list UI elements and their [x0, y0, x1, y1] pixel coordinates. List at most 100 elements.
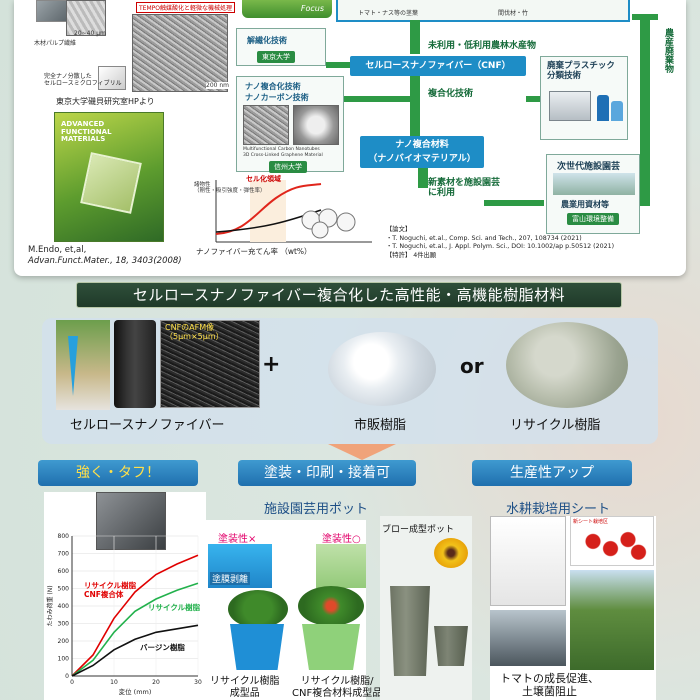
cnf-box: セルロースナノファイバー（CNF） [350, 56, 526, 76]
graphene-image [293, 105, 339, 145]
focus-label: Focus [300, 4, 324, 13]
property-graph: 諸物性 （剛性・吸引強度・弾性率） セル化領域 ナノファイバー充てん率 （wt%… [194, 172, 376, 256]
waste-flow-arrow-top [632, 14, 658, 20]
flow-arrow-4 [484, 200, 544, 206]
x-axis-label: 変位 (mm) [119, 687, 152, 696]
flow-arrow-plastic [526, 96, 540, 102]
peel-photo: 塗膜剥離 [208, 544, 272, 588]
x-tick-label: 0 [70, 679, 74, 686]
new-material-label: 新素材を施設園芸 に利用 [428, 178, 501, 199]
or-symbol: or [460, 354, 484, 378]
sheet-photo-label: 新シート栽培区 [573, 519, 609, 525]
journal-cover: ADVANCED FUNCTIONAL MATERIALS [54, 112, 164, 242]
flow-arrow-1 [410, 20, 420, 54]
down-arrow-icon [328, 444, 396, 460]
recycled-resin-label: リサイクル樹脂 [510, 418, 601, 433]
tech2-img-b-caption: 3D Cross-Linked Graphene Material [243, 153, 323, 158]
agri-material-label: 農業用資材等 [561, 200, 609, 209]
blue-pot [230, 624, 284, 670]
y-tick-label: 0 [65, 673, 69, 680]
series-label-2: バージン樹脂 [140, 642, 185, 652]
paint-yes-label: 塗装性○ [322, 534, 361, 545]
property-graph-svg [215, 180, 372, 243]
greenhouse-tomato-photo [570, 570, 654, 670]
wood-pulp-label: 木材パルプ繊維 [34, 40, 77, 47]
y-tick-label: 600 [58, 568, 70, 575]
greenhouse-image [553, 173, 635, 195]
y-tick-label: 200 [58, 638, 70, 645]
category-strong-title: 強く・タフ！ [76, 465, 160, 481]
research-overview-panel: 20~40 μm 木材パルプ繊維 TEMPO触媒酸化と軽微な機械処理 200 n… [14, 0, 686, 276]
pot-title: 施設園芸用ポット [264, 502, 369, 517]
bottle-image [597, 95, 609, 121]
series-line-1 [71, 582, 199, 677]
y-tick-label: 500 [58, 586, 70, 593]
scale-200nm: 200 nm [206, 82, 230, 89]
materials-panel: CNFのAFM像 （5μm×5μm） セルロースナノファイバー + 市販樹脂 o… [42, 318, 658, 444]
process-arrow-icon [68, 336, 78, 396]
vertical-waste-label: 農産廃棄物 [663, 28, 673, 73]
pot-caption-2: リサイクル樹脂/ CNF複合材料成型品 [292, 676, 383, 699]
citation-journal: Advan.Funct.Mater., 18, 3403(2008) [28, 256, 182, 266]
pellet-pile-white [328, 332, 436, 406]
hydroponics-card: 新シート栽培区 トマトの成長促進、 土壌菌阻止 [490, 516, 656, 700]
citation-authors: M.Endo, et,al, [28, 245, 87, 255]
bamboo-caption: 間伐材・竹 [498, 10, 529, 17]
cnt-image [243, 105, 289, 145]
nanofibril-label: 完全ナノ分散した セルロースミクロフィブリル [44, 73, 122, 87]
y-tick-label: 300 [58, 621, 70, 628]
series-line-0 [71, 554, 199, 677]
x-tick-label: 20 [152, 679, 160, 686]
defibration-tech-box: 解繊化技術 東京大学 [236, 28, 326, 66]
journal-title: ADVANCED FUNCTIONAL MATERIALS [61, 120, 112, 144]
pot-caption-1: リサイクル樹脂 成型品 [210, 676, 280, 699]
wood-photo [36, 0, 68, 22]
y-tick-label: 800 [58, 533, 70, 540]
y-axis-label: たわみ荷重 (N) [46, 585, 54, 626]
cnf-source-photo [56, 320, 110, 410]
commercial-resin-label: 市販樹脂 [354, 418, 407, 433]
recycled-resin-pellets [506, 322, 628, 408]
y-tick-label: 400 [58, 603, 70, 610]
flow-arrow-tech1 [326, 62, 350, 68]
graph-ylabel: 諸物性 （剛性・吸引強度・弾性率） [194, 182, 266, 195]
series-label-1: リサイクル樹脂 [148, 602, 201, 612]
paint-no-label: 塗装性× [218, 534, 257, 545]
green-pot [302, 624, 360, 670]
flow-arrow-tech2 [344, 96, 410, 102]
nanocomposite-tech-box: ナノ複合化技術 ナノカーボン技術 Multifunctional Carbon … [236, 76, 344, 173]
tomatoes-image [579, 527, 649, 563]
pub-title: 【論文】 [386, 226, 412, 233]
sheet-title: 水耕栽培用シート [506, 502, 611, 517]
tomato-photo: 新シート栽培区 [570, 516, 654, 566]
hydroponic-tray-photo [490, 610, 566, 666]
nano-composite-box: ナノ複合材料 （ナノバイオマテリアル） [360, 136, 484, 168]
cnf-bottle-photo [114, 320, 156, 408]
next-gen-label: 次世代施設園芸 [557, 162, 621, 172]
composite-tech-label: 複合化技術 [428, 89, 474, 99]
credit-text: 東京大学磯貝研究室HPより [56, 97, 155, 106]
unused-resources-label: 未利用・低利用農林水産物 [428, 41, 537, 51]
graph-xlabel: ナノファイバー充てん率 （wt%） [196, 247, 312, 256]
tech1-title: 解繊化技術 [247, 36, 287, 45]
painted-photo [316, 544, 366, 588]
category-strong: 強く・タフ！ [38, 460, 198, 486]
flow-arrow-3 [418, 168, 428, 188]
blow-pot-label: ブロー成型ポット [382, 525, 455, 535]
plus-symbol: + [262, 352, 281, 377]
publications: 【論文】 ・T. Noguchi, et.al., Comp. Sci. and… [386, 226, 686, 276]
resource-photos-box: トマト・ナス等の茎葉 間伐材・竹 [336, 0, 630, 22]
small-gray-pot [434, 626, 468, 666]
graph-region-label: セル化領域 [246, 175, 281, 183]
truck-image [549, 91, 591, 121]
tech2-title-a: ナノ複合化技術 [245, 82, 301, 91]
category-paintable-title: 塗装・印刷・接着可 [264, 465, 390, 481]
x-tick-label: 30 [194, 679, 202, 686]
cnf-label: セルロースナノファイバー [70, 418, 225, 433]
waste-flow-arrow [640, 16, 650, 206]
afm-image: CNFのAFM像 （5μm×5μm） [160, 320, 260, 408]
tech1-university: 東京大学 [257, 51, 295, 63]
series-label-0: リサイクル樹脂 [84, 580, 137, 590]
